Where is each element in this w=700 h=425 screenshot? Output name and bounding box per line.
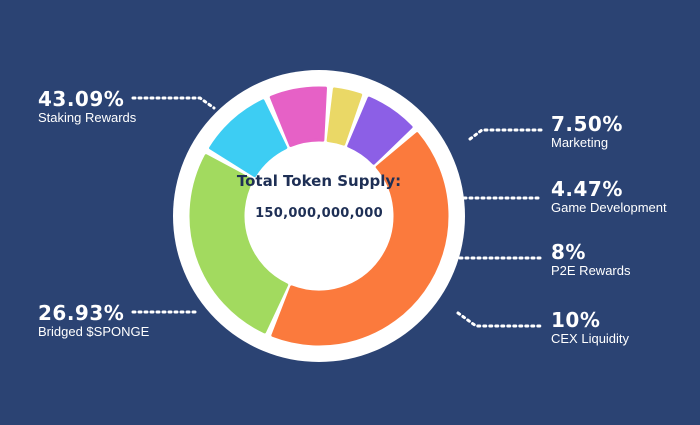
slice-game-development: [326, 87, 363, 146]
slice-label: P2E Rewards: [551, 263, 631, 278]
slice-marketing: [347, 96, 413, 165]
legend-staking-rewards: 43.09% Staking Rewards: [38, 88, 136, 126]
slice-percent: 43.09%: [38, 87, 125, 111]
legend-bridged-sponge: 26.93% Bridged $SPONGE: [38, 302, 149, 340]
slice-bridged-sponge: [189, 154, 289, 334]
slice-label: Bridged $SPONGE: [38, 324, 150, 339]
slice-label: Staking Rewards: [38, 110, 137, 125]
slice-p2e-rewards: [269, 86, 327, 147]
slice-label: Marketing: [551, 135, 609, 150]
slice-staking-rewards: [271, 132, 449, 346]
connector-staking-rewards: [131, 96, 216, 110]
slice-label: Game Development: [551, 200, 667, 215]
legend-marketing: 7.50% Marketing: [551, 113, 623, 151]
connector-cex-liquidity: [456, 311, 543, 328]
legend-cex-liquidity: 10% CEX Liquidity: [551, 309, 629, 347]
slice-cex-liquidity: [209, 99, 288, 178]
legend-p2e-rewards: 8% P2E Rewards: [551, 241, 630, 279]
center-value: 150,000,000,000: [255, 206, 383, 221]
slice-label: CEX Liquidity: [551, 331, 630, 346]
slice-percent: 4.47%: [551, 177, 623, 201]
slice-percent: 8%: [551, 240, 586, 264]
slice-percent: 10%: [551, 308, 601, 332]
slice-percent: 7.50%: [551, 112, 623, 136]
center-title: Total Token Supply:: [236, 172, 402, 190]
connector-marketing: [468, 128, 543, 141]
slice-percent: 26.93%: [38, 301, 125, 325]
legend-game-development: 4.47% Game Development: [551, 178, 667, 216]
center-label: Total Token Supply: 150,000,000,000: [236, 172, 402, 221]
